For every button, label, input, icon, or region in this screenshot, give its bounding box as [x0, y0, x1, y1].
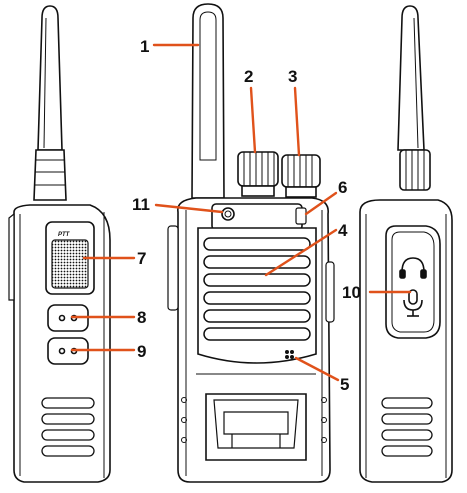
callout-lines — [70, 43, 412, 382]
ptt-label: PTT — [58, 232, 71, 238]
callout-line-3 — [293, 86, 301, 157]
right-side-view — [359, 5, 453, 483]
microphone-icon — [403, 289, 423, 317]
callout-1: 1 — [140, 37, 149, 56]
callout-line-4 — [264, 228, 338, 277]
callout-line-11 — [154, 203, 224, 214]
left-antenna — [37, 5, 63, 151]
callout-6: 6 — [338, 178, 347, 197]
belt-clip — [205, 393, 307, 461]
right-grip-ridges — [381, 397, 433, 457]
callout-line-6 — [304, 191, 338, 216]
channel-knob[interactable] — [281, 154, 321, 198]
callout-line-2 — [249, 86, 257, 154]
headphone-icon — [399, 257, 427, 279]
callout-11: 11 — [132, 195, 150, 214]
left-side-view: PTT — [8, 5, 111, 483]
left-grip-ridges — [41, 397, 95, 457]
speaker-slots — [203, 237, 311, 341]
callout-8: 8 — [137, 308, 146, 327]
callout-3: 3 — [288, 67, 297, 86]
front-antenna — [191, 3, 225, 199]
callout-10: 10 — [342, 283, 361, 302]
microphone-holes — [285, 350, 294, 359]
callout-2: 2 — [244, 67, 253, 86]
callout-labels: 1 2 3 4 5 6 7 8 9 10 11 — [132, 37, 361, 394]
accessory-jack-cover[interactable] — [385, 225, 441, 339]
callout-line-5 — [294, 356, 340, 382]
callout-7: 7 — [137, 249, 146, 268]
right-antenna — [397, 5, 425, 151]
callout-9: 9 — [137, 342, 146, 361]
callout-4: 4 — [338, 221, 348, 240]
front-view — [167, 3, 335, 483]
volume-knob[interactable] — [237, 151, 279, 197]
speaker-area — [197, 227, 317, 364]
callout-5: 5 — [340, 375, 349, 394]
